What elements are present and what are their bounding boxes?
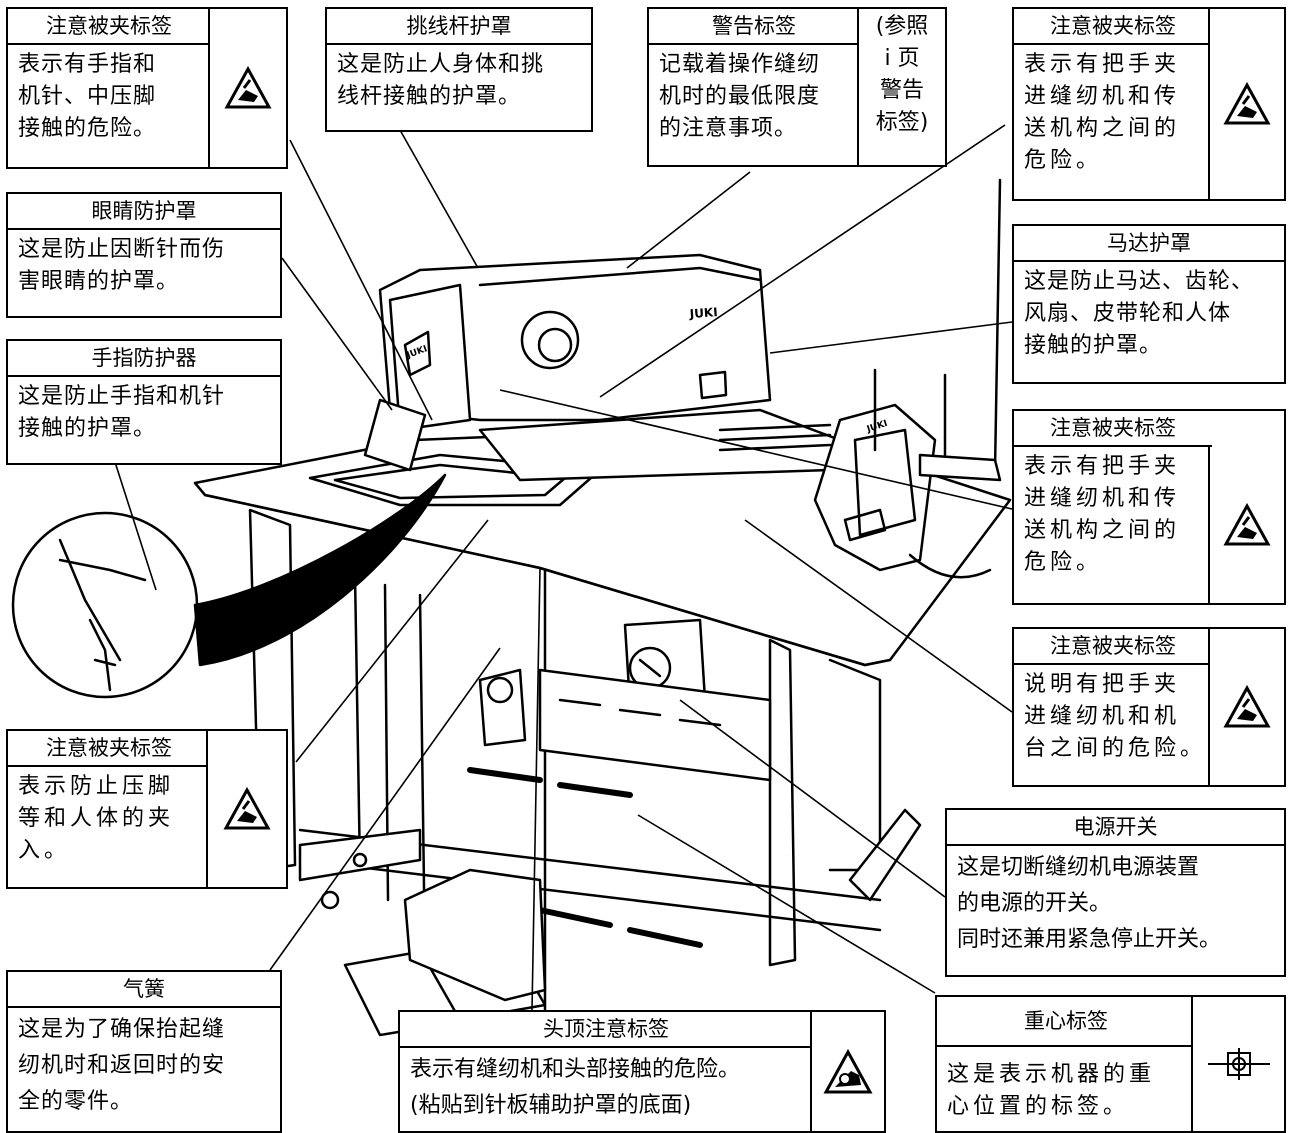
label-line: 害眼睛的护罩。	[18, 269, 180, 294]
head-bump-warning-icon	[810, 1012, 884, 1131]
magnified-inset	[11, 511, 199, 699]
label-title: 重心标签	[937, 997, 1195, 1047]
hand-pinch-warning-icon	[1208, 9, 1284, 199]
label-line: 纫机时和返回时的安	[18, 1053, 226, 1078]
motor-cover-label: 马达护罩 这是防止马达、齿轮、 风扇、皮带轮和人体 接触的护罩。	[1012, 224, 1286, 384]
label-line: (粘贴到针板辅助护罩的底面)	[410, 1093, 692, 1118]
label-line: 接触的护罩。	[18, 416, 157, 441]
label-line: 这是切断缝纫机电源装置	[957, 855, 1200, 880]
label-title: 挑线杆护罩	[327, 9, 591, 45]
head-brand-logo: JUKI	[688, 305, 718, 321]
center-of-gravity-icon	[1191, 997, 1284, 1131]
label-line: 的电源的开关。	[957, 891, 1112, 916]
label-title: 头顶注意标签	[400, 1012, 812, 1048]
label-line: 等和人体的夹	[18, 806, 175, 831]
hand-pinch-warning-icon	[1208, 629, 1284, 785]
label-line: 这是防止因断针而伤	[18, 237, 226, 262]
label-line: 进缝纫机和传	[1024, 486, 1181, 511]
label-title: 手指防护器	[8, 341, 280, 377]
inset-leader	[193, 473, 447, 667]
label-line: 表示防止压脚	[18, 774, 175, 799]
label-title: 警告标签	[649, 9, 859, 45]
label-line: 表示有缝纫机和头部接触的危险。	[410, 1057, 741, 1082]
label-title: 注意被夹标签	[1014, 411, 1212, 447]
warning-label-reference: (参照 i 页 警告 标签)	[857, 9, 945, 165]
label-title: 电源开关	[947, 810, 1284, 846]
power-switch-label: 电源开关 这是切断缝纫机电源装置 的电源的开关。 同时还兼用紧急停止开关。	[945, 808, 1286, 977]
label-line: 这是为了确保抬起缝	[18, 1017, 226, 1042]
label-line: 入。	[18, 838, 71, 863]
label-line: 这是防止手指和机针	[18, 384, 226, 409]
label-title: 马达护罩	[1014, 226, 1284, 262]
label-line: 危险。	[1024, 148, 1103, 173]
label-line: 送机构之间的	[1024, 116, 1181, 141]
label-title: 气簧	[8, 972, 280, 1008]
label-line: 心位置的标签。	[947, 1094, 1130, 1119]
label-title: 注意被夹标签	[1014, 9, 1212, 45]
head-caution-label: 头顶注意标签 表示有缝纫机和头部接触的危险。 (粘贴到针板辅助护罩的底面)	[398, 1010, 886, 1133]
label-line: 的注意事项。	[659, 116, 798, 141]
caution-label-table: 注意被夹标签 说明有把手夹 进缝纫机和机 台之间的危险。	[1012, 627, 1286, 787]
label-line: 送机构之间的	[1024, 518, 1181, 543]
label-line: 接触的危险。	[18, 116, 157, 141]
caution-label-handle-top: 注意被夹标签 表示有把手夹 进缝纫机和传 送机构之间的 危险。	[1012, 7, 1286, 201]
label-line: 这是防止马达、齿轮、	[1024, 269, 1255, 294]
label-line: 机时的最低限度	[659, 84, 821, 109]
eye-guard-label: 眼睛防护罩 这是防止因断针而伤 害眼睛的护罩。	[6, 192, 282, 318]
caution-label-handle-mid: 注意被夹标签 表示有把手夹 进缝纫机和传 送机构之间的 危险。	[1012, 409, 1286, 605]
hand-pinch-warning-icon	[208, 9, 286, 167]
label-line: 台之间的危险。	[1024, 736, 1207, 761]
label-line: 危险。	[1024, 550, 1103, 575]
finger-guard-label: 手指防护器 这是防止手指和机针 接触的护罩。	[6, 339, 282, 465]
caution-label-needle: 注意被夹标签 表示有手指和 机针、中压脚 接触的危险。	[6, 7, 288, 169]
take-up-lever-cover-label: 挑线杆护罩 这是防止人身体和挑 线杆接触的护罩。	[325, 7, 593, 132]
reference-line: i 页	[884, 46, 920, 71]
label-title: 注意被夹标签	[8, 9, 210, 45]
operation-panel	[813, 403, 937, 572]
label-line: 这是防止人身体和挑	[337, 52, 545, 77]
label-line: 机针、中压脚	[18, 84, 157, 109]
reference-line: (参照	[875, 14, 929, 39]
label-line: 进缝纫机和机	[1024, 704, 1181, 729]
label-line: 表示有手指和	[18, 52, 157, 77]
reference-line: 警告	[879, 78, 924, 103]
label-line: 线杆接触的护罩。	[337, 84, 522, 109]
hand-pinch-warning-icon	[1208, 447, 1284, 603]
label-line: 表示有把手夹	[1024, 52, 1181, 77]
label-line: 进缝纫机和传	[1024, 84, 1181, 109]
reference-line: 标签)	[875, 110, 929, 135]
label-line: 记载着操作缝纫	[659, 52, 821, 77]
caution-label-presser: 注意被夹标签 表示防止压脚 等和人体的夹 入。	[6, 729, 288, 889]
label-line: 表示有把手夹	[1024, 454, 1181, 479]
label-title: 注意被夹标签	[1014, 629, 1212, 665]
label-line: 接触的护罩。	[1024, 333, 1163, 358]
label-line: 风扇、皮带轮和人体	[1024, 301, 1232, 326]
hand-pinch-warning-icon	[206, 731, 286, 887]
eye-guard	[363, 398, 427, 472]
gas-spring-label: 气簧 这是为了确保抬起缝 纫机时和返回时的安 全的零件。	[6, 970, 282, 1133]
label-line: 全的零件。	[18, 1089, 134, 1114]
label-line: 说明有把手夹	[1024, 672, 1181, 697]
label-line: 这是表示机器的重	[947, 1062, 1156, 1087]
label-title: 注意被夹标签	[8, 731, 210, 767]
table-frame-right	[768, 638, 797, 967]
label-line: 同时还兼用紧急停止开关。	[957, 927, 1222, 952]
gravity-center-label: 重心标签 这是表示机器的重 心位置的标签。	[935, 995, 1286, 1133]
warning-label: 警告标签 记载着操作缝纫 机时的最低限度 的注意事项。 (参照 i 页 警告 标…	[647, 7, 947, 167]
label-title: 眼睛防护罩	[8, 194, 280, 230]
